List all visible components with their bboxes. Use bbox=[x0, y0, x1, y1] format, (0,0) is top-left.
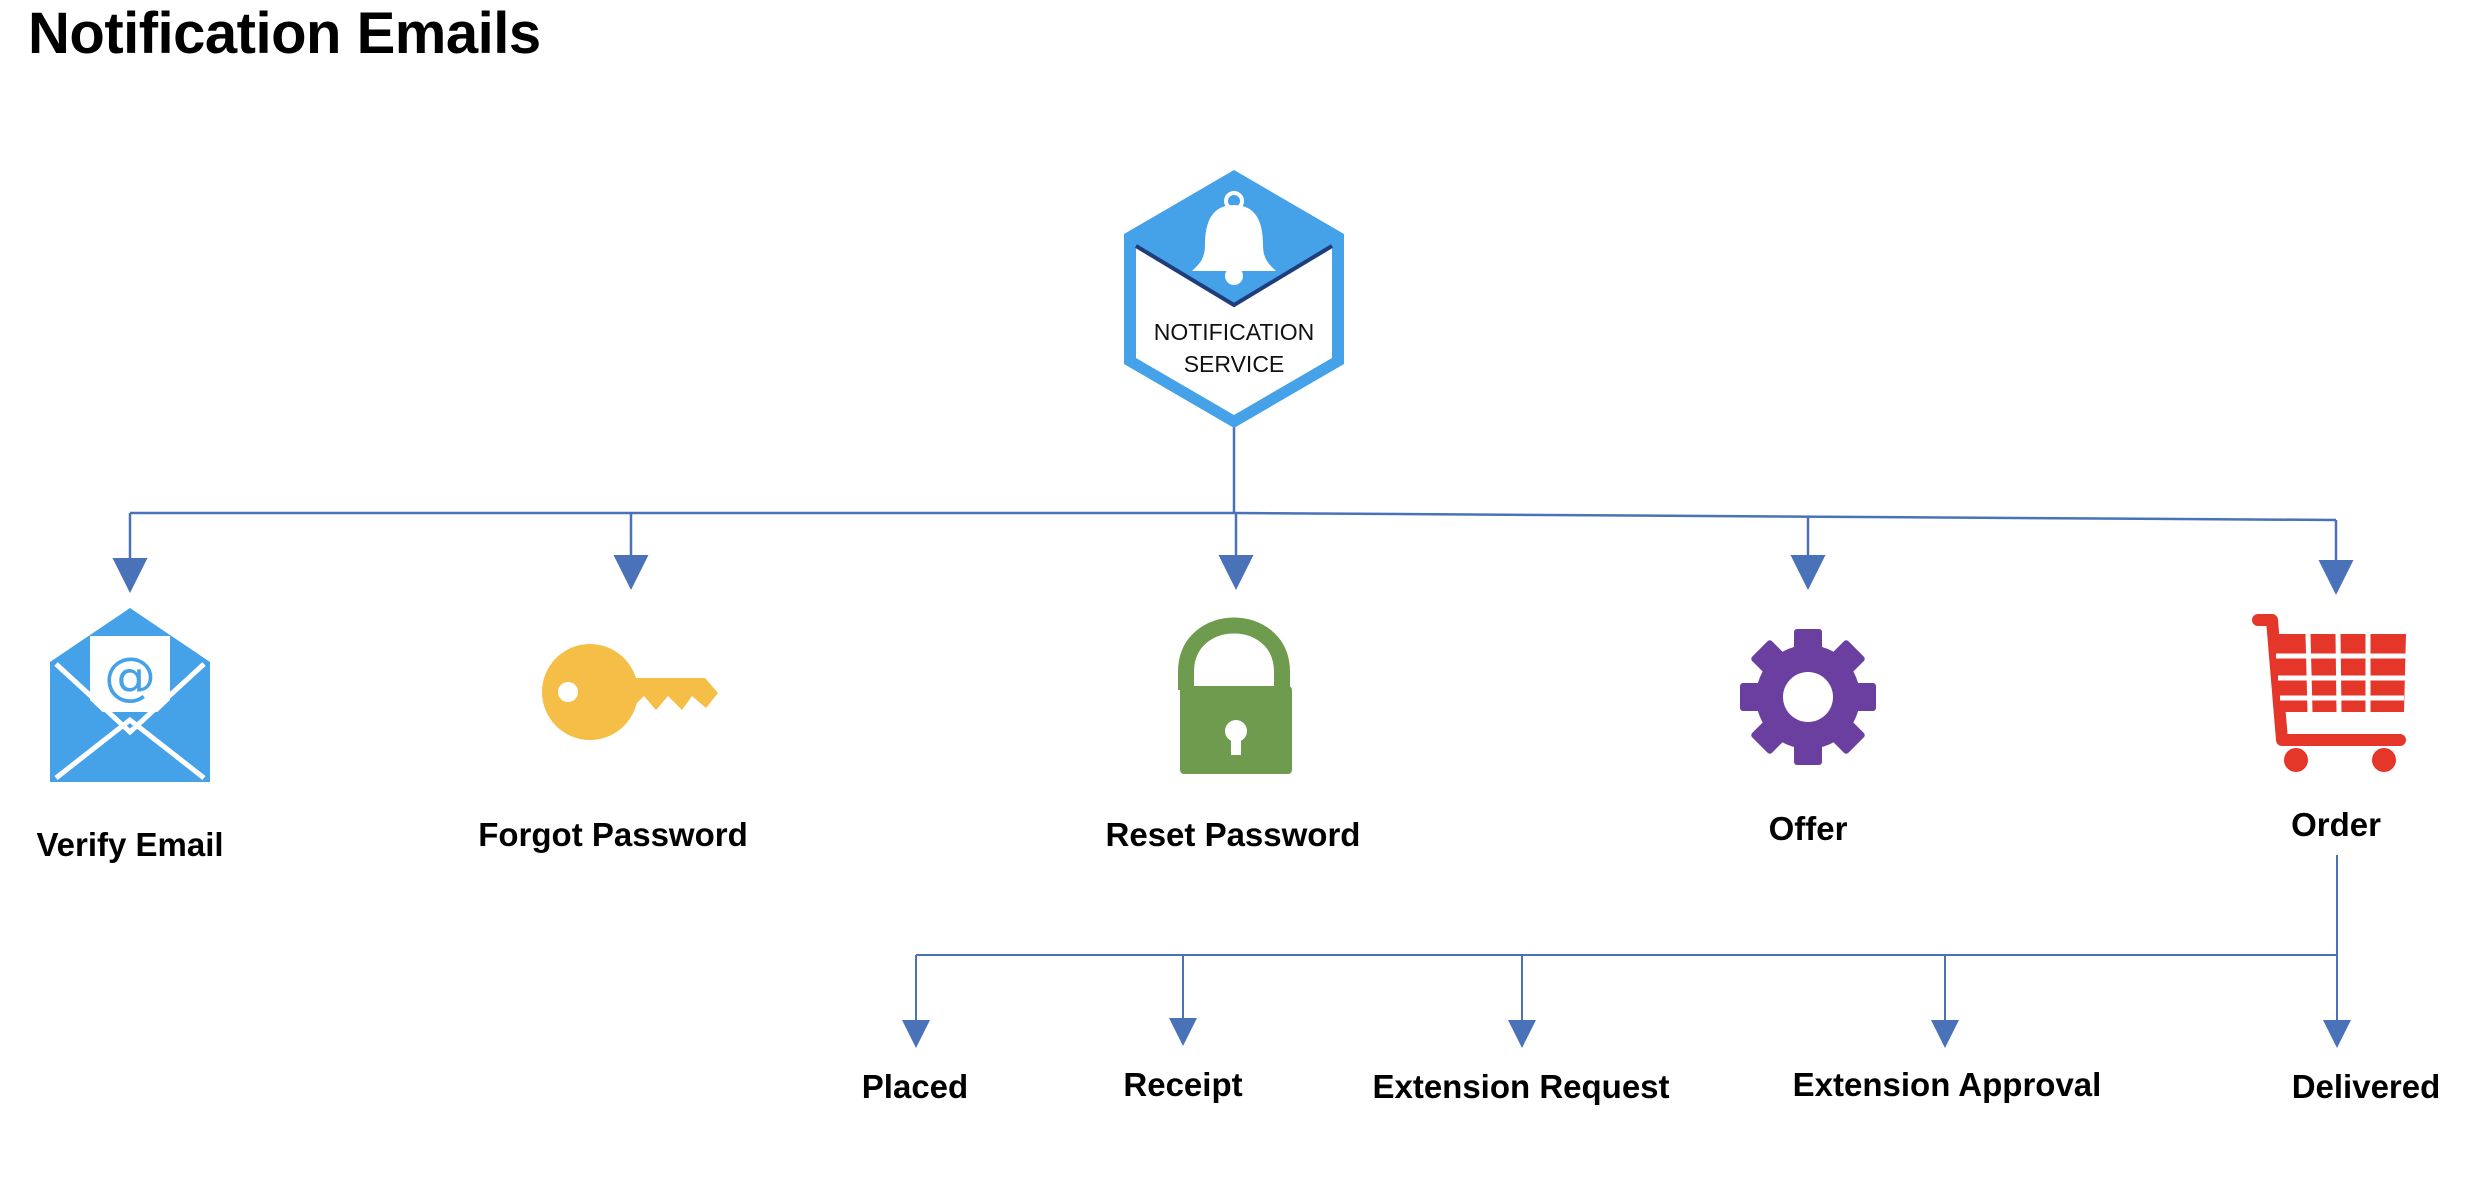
order-subtype-delivered: Delivered bbox=[2291, 1068, 2441, 1105]
hub-label: NOTIFICATION SERVICE bbox=[1134, 316, 1334, 380]
gear-icon bbox=[1740, 629, 1876, 765]
hub-connectors bbox=[112, 425, 2354, 595]
envelope-at-icon: @ bbox=[50, 608, 210, 782]
hub-label-line2: SERVICE bbox=[1183, 351, 1285, 377]
order-subtype-placed: Placed bbox=[861, 1068, 969, 1105]
order-subtype-extension-request: Extension Request bbox=[1372, 1068, 1670, 1105]
node-label-offer: Offer bbox=[1768, 810, 1848, 847]
key-icon bbox=[542, 644, 718, 740]
order-subtype-receipt: Receipt bbox=[1123, 1066, 1243, 1103]
bell-icon bbox=[1192, 191, 1276, 285]
shopping-cart-icon bbox=[2252, 614, 2406, 772]
svg-text:@: @ bbox=[104, 647, 156, 707]
padlock-icon bbox=[1178, 617, 1292, 774]
notification-service-hub bbox=[1124, 170, 1344, 428]
node-label-reset-password: Reset Password bbox=[1105, 816, 1361, 853]
node-label-forgot-password: Forgot Password bbox=[478, 816, 748, 853]
node-label-order: Order bbox=[2291, 806, 2381, 843]
node-label-verify-email: Verify Email bbox=[36, 826, 224, 863]
order-connectors bbox=[902, 855, 2351, 1048]
hub-label-line1: NOTIFICATION bbox=[1153, 319, 1315, 345]
order-subtype-extension-approval: Extension Approval bbox=[1792, 1066, 2102, 1103]
page-title: Notification Emails bbox=[28, 1, 541, 66]
